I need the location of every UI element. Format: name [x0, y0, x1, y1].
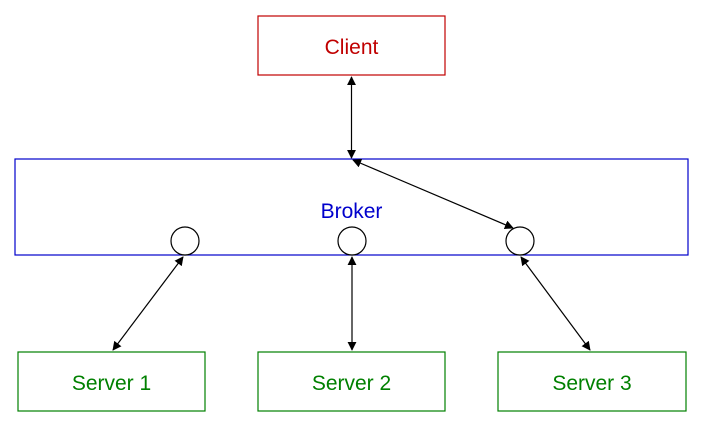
server-3-box: [497, 351, 687, 412]
client-box: [257, 15, 446, 76]
client-node: Client: [257, 15, 446, 76]
server-1-box: [17, 351, 206, 412]
broker-port-1: [170, 226, 200, 256]
server-2-box: [257, 351, 446, 412]
client-label: Client: [325, 36, 379, 59]
broker-port-3: [505, 226, 535, 256]
port3-server3-arrow: [520, 256, 591, 351]
broker-label: Broker: [321, 200, 383, 223]
server-node-1: Server 1: [17, 351, 206, 412]
broker-port3-arrow: [352, 159, 514, 229]
port1-server1-arrow: [112, 256, 184, 351]
server-3-label: Server 3: [552, 372, 631, 395]
server-node-2: Server 2: [257, 351, 446, 412]
broker-port-2: [337, 226, 367, 256]
server-node-3: Server 3: [497, 351, 687, 412]
server-2-label: Server 2: [312, 372, 391, 395]
server-1-label: Server 1: [72, 372, 151, 395]
